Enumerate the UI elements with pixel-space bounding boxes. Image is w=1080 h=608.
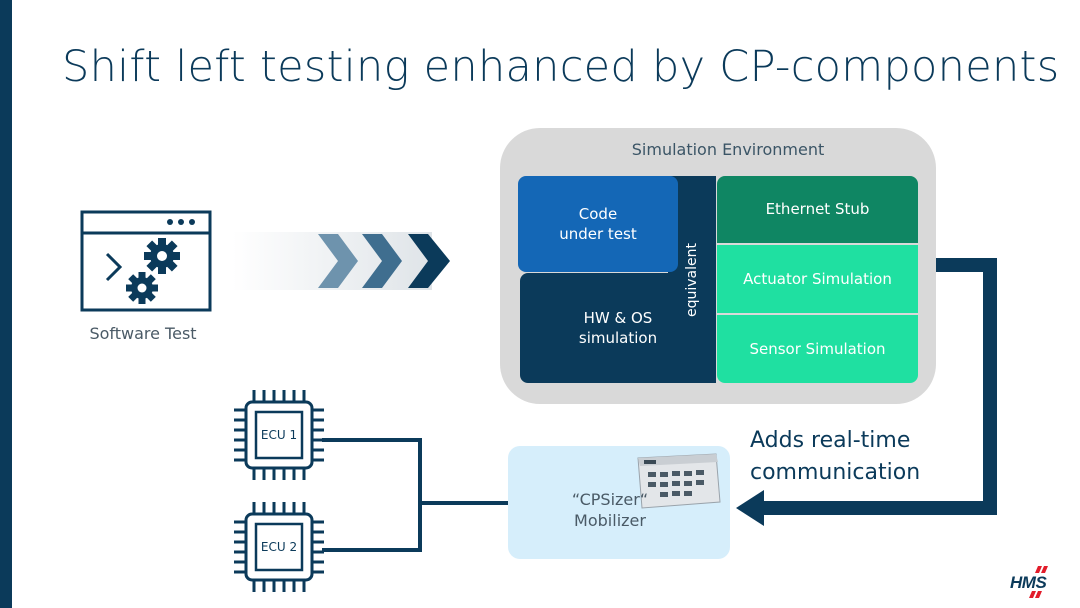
code-line-2: under test bbox=[559, 225, 637, 243]
software-test-label: Software Test bbox=[89, 324, 197, 343]
ecu-2-label: ECU 2 bbox=[261, 540, 297, 554]
realtime-note-line-2: communication bbox=[750, 459, 921, 485]
hms-logo-text: HMS bbox=[1010, 573, 1047, 592]
mobilizer-label-line-1: “CPSizer“ bbox=[571, 490, 649, 509]
hw-os-line-2: simulation bbox=[578, 329, 658, 347]
ethernet-stub-box: Ethernet Stub bbox=[717, 176, 918, 243]
sensor-simulation-box: Sensor Simulation bbox=[717, 315, 918, 383]
mobilizer-device-icon bbox=[637, 453, 721, 509]
mobilizer-label-line-2: Mobilizer bbox=[574, 510, 646, 530]
left-accent-bar bbox=[0, 0, 12, 608]
chevron-2-icon bbox=[362, 234, 402, 288]
ecu-1-label: ECU 1 bbox=[261, 428, 297, 442]
ecu-1-chip-icon: ECU 1 bbox=[234, 390, 324, 480]
slide-title: Shift left testing enhanced by CP-compon… bbox=[62, 42, 1060, 92]
actuator-simulation-box: Actuator Simulation bbox=[717, 245, 918, 313]
ecu-2-chip-icon: ECU 2 bbox=[234, 502, 324, 592]
realtime-note-line-1: Adds real-time bbox=[750, 428, 911, 453]
hw-os-line-1: HW & OS bbox=[583, 308, 653, 327]
chevron-1-icon bbox=[318, 234, 358, 288]
realtime-connector bbox=[762, 258, 997, 515]
shift-arrows bbox=[232, 232, 450, 290]
chevron-3-icon bbox=[408, 234, 450, 288]
realtime-note: Adds real-time communication bbox=[750, 425, 920, 489]
hw-os-simulation-box: HW & OS simulation bbox=[520, 273, 716, 383]
mobilizer-label: “CPSizer“ Mobilizer bbox=[540, 490, 680, 532]
software-test-icon bbox=[80, 210, 212, 312]
code-under-test-box: Code under test bbox=[518, 176, 678, 272]
simulation-environment-title: Simulation Environment bbox=[631, 140, 825, 159]
arrow-left-icon bbox=[736, 490, 764, 526]
hms-logo-icon: HMS bbox=[1010, 566, 1048, 598]
ecu-bus-line bbox=[322, 438, 422, 552]
code-line-1: Code bbox=[578, 204, 618, 223]
